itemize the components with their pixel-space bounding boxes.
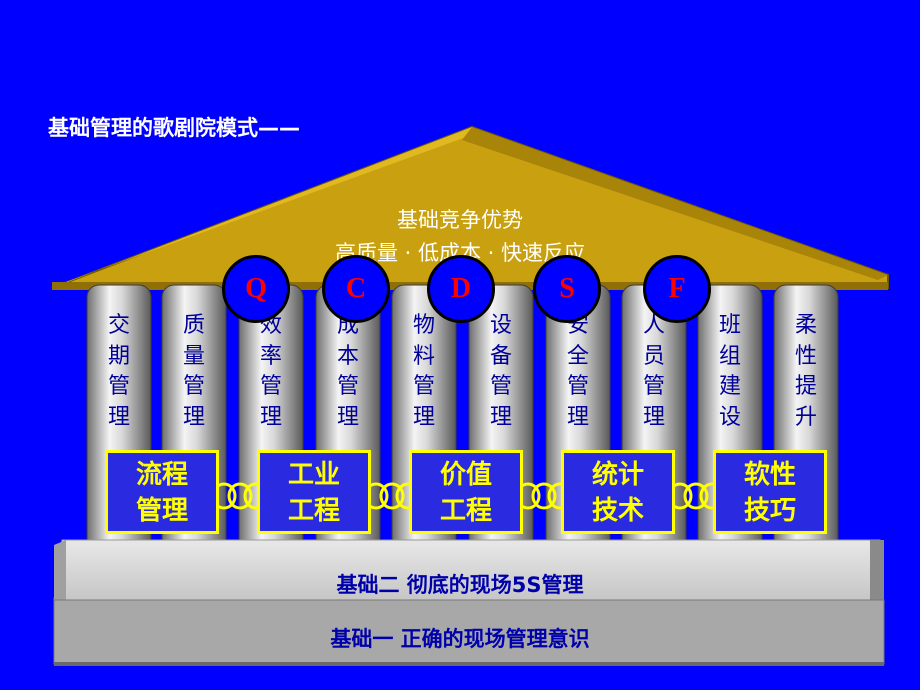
roof-highlight: [52, 127, 480, 288]
chain-link: [531, 482, 557, 510]
qcdsf-circle: C: [322, 255, 390, 323]
method-box-line: 工业: [287, 460, 340, 490]
method-box: 统计技术: [561, 450, 675, 534]
column-label: 交期管理: [107, 313, 130, 430]
method-box-line: 软性: [743, 460, 796, 490]
method-box-line: 工程: [439, 496, 492, 526]
column-label: 人员管理: [642, 313, 665, 430]
roof-heading: 基础竞争优势: [397, 208, 523, 232]
method-box-line: 技术: [591, 496, 644, 526]
foundation-step-two-label: 基础二 彻底的现场5S管理: [336, 573, 584, 597]
page-title: 基础管理的歌剧院模式——: [48, 116, 300, 140]
qcdsf-circle: F: [643, 255, 711, 323]
column-label: 效率管理: [259, 313, 282, 430]
step-two-side-left: [54, 540, 66, 604]
column-label: 设备管理: [489, 313, 512, 430]
chain-link: [683, 482, 709, 510]
column-label: 安全管理: [566, 313, 589, 430]
chain-link: [379, 482, 405, 510]
method-box-line: 技巧: [743, 496, 796, 526]
foundation: [53, 539, 885, 666]
method-box: 流程管理: [105, 450, 219, 534]
method-box-line: 流程: [135, 460, 188, 490]
method-box-line: 统计: [591, 460, 644, 490]
method-box-line: 价值: [439, 460, 492, 490]
qcdsf-circle: S: [533, 255, 601, 323]
column-label: 质量管理: [182, 313, 205, 430]
method-box: 软性技巧: [713, 450, 827, 534]
column-label: 班组建设: [718, 313, 741, 430]
qcdsf-circle: Q: [222, 255, 290, 323]
foundation-step-one-label: 基础一 正确的现场管理意识: [330, 627, 590, 651]
method-box: 价值工程: [409, 450, 523, 534]
method-box-line: 管理: [135, 496, 188, 526]
chain-link: [227, 482, 253, 510]
method-box-line: 工程: [287, 496, 340, 526]
step-two-side-right: [870, 540, 884, 604]
step-one-edge: [54, 662, 884, 666]
roof-shadow: [462, 127, 888, 280]
column-label: 物料管理: [412, 313, 435, 430]
method-box: 工业工程: [257, 450, 371, 534]
column-label: 柔性提升: [794, 313, 817, 430]
column-label: 成本管理: [336, 313, 359, 430]
qcdsf-circle: D: [427, 255, 495, 323]
